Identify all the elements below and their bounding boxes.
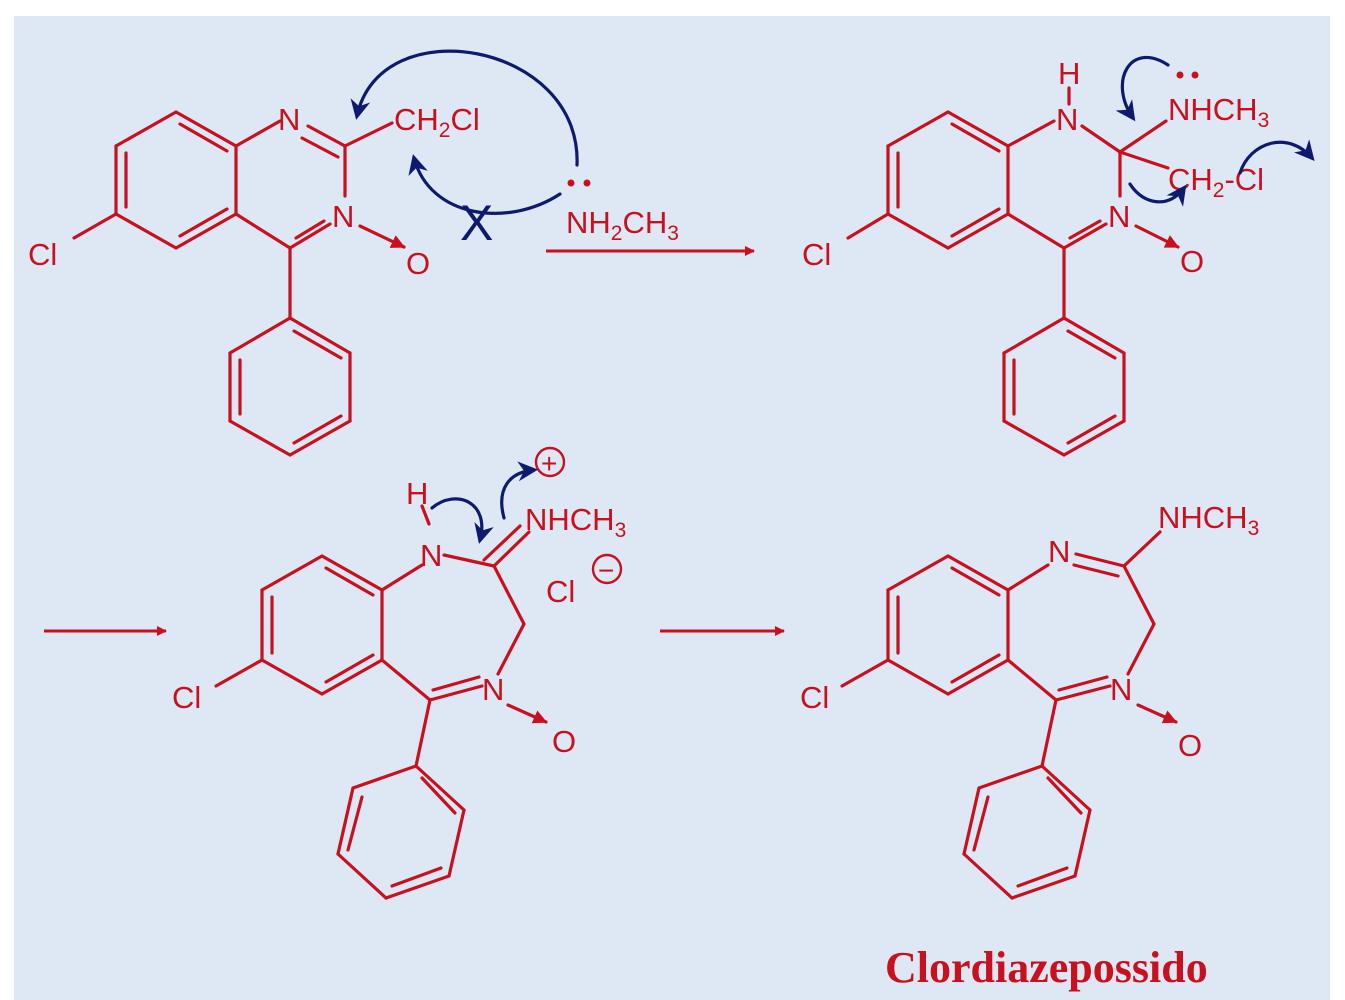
chlordiazepoxide-structure: N NHCH3 N O Cl [800, 500, 1259, 900]
s3-cl-ion-label: Cl [546, 574, 575, 609]
s1-o-label: O [406, 246, 430, 281]
amidinium-chloride-structure: H N NHCH3 + Cl − N O Cl [172, 446, 626, 900]
s2-o-label: O [1180, 244, 1204, 279]
s3-n1-label: N [420, 538, 442, 573]
s4-n1-label: N [1048, 534, 1070, 569]
s4-cl-label: Cl [800, 680, 829, 715]
minus-charge-circle [591, 553, 623, 585]
chloride-leaving-arrow [1238, 139, 1315, 175]
s2-cl-label: Cl [802, 237, 831, 272]
s2-n1-label: N [1056, 102, 1078, 137]
s3-h-label: H [406, 476, 428, 511]
quinazoline-n-oxide-structure: N N CH2Cl O Cl [28, 102, 480, 457]
lone-pair-dot [583, 179, 591, 187]
s4-nhch3-label: NHCH3 [1158, 500, 1259, 540]
s2-nhch3-label: NHCH3 [1168, 92, 1269, 132]
s2-h-label: H [1058, 56, 1080, 91]
s4-n2-label: N [1110, 672, 1132, 707]
iminium-electron-arrow [500, 461, 538, 520]
s3-n2-label: N [482, 672, 504, 707]
s3-plus-label: + [541, 448, 557, 479]
scheme-background [14, 16, 1330, 1000]
blocked-attack-arrow [408, 154, 562, 215]
amine-attack-arrow [1115, 56, 1170, 122]
attack-arrow [350, 49, 579, 167]
s3-minus-label: − [598, 555, 614, 586]
s1-n1-label: N [278, 102, 300, 137]
s2-n2-label: N [1108, 199, 1130, 234]
s4-o-label: O [1178, 728, 1202, 763]
proton-transfer-arrow [430, 497, 494, 544]
s1-ch2cl-label: CH2Cl [394, 102, 480, 142]
s3-o-label: O [552, 724, 576, 759]
tetrahedral-intermediate-structure: H N NHCH3 CH2-Cl N O Cl [802, 56, 1315, 457]
s1-n2-label: N [332, 199, 354, 234]
product-name: Clordiazepossido [885, 943, 1208, 992]
reagent-label: NH2CH3 [566, 205, 679, 245]
s3-nhch3-label: NHCH3 [525, 502, 626, 542]
lone-pair-dot [1191, 71, 1199, 79]
methylamine-reagent: NH2CH3 X [350, 49, 679, 251]
ring-n-attack-arrow [1128, 182, 1187, 207]
blocked-mark: X [460, 195, 493, 251]
lone-pair-dot [1176, 71, 1184, 79]
lone-pair-dot [567, 179, 575, 187]
s1-cl-label: Cl [28, 237, 57, 272]
s3-cl-label: Cl [172, 680, 201, 715]
